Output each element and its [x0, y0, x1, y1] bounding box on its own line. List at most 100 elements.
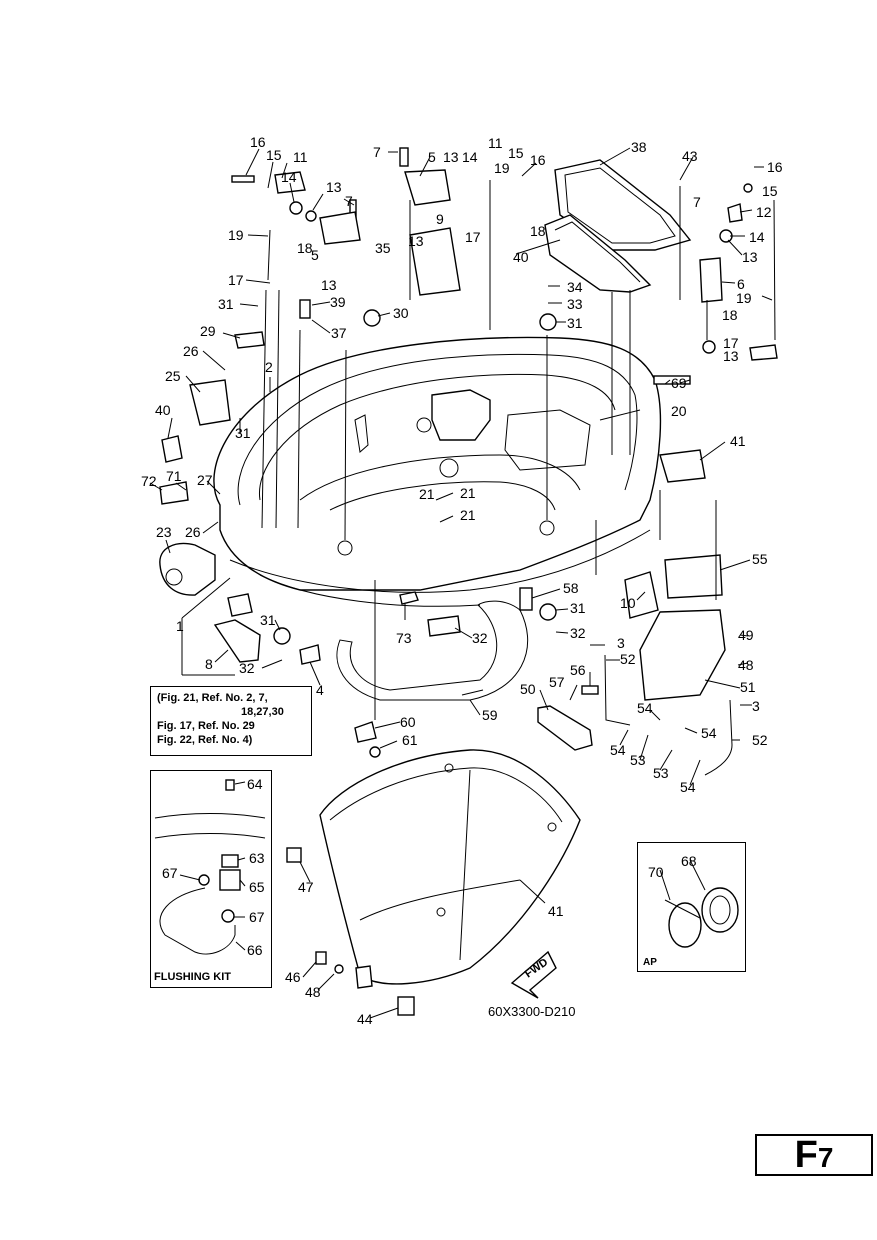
flushing-kit-title: FLUSHING KIT [154, 971, 231, 983]
callout-label: 20 [671, 403, 687, 419]
callout-label: 73 [396, 630, 412, 646]
ap-detail-box [637, 842, 746, 972]
reference-note-box: (Fig. 21, Ref. No. 2, 7, 18,27,30 Fig. 1… [150, 686, 312, 756]
callout-label: 15 [508, 145, 524, 161]
callout-label: 60 [400, 714, 416, 730]
callout-label: 18 [530, 223, 546, 239]
callout-label: 69 [671, 375, 687, 391]
callout-label: 39 [330, 294, 346, 310]
callout-label: 21 [460, 507, 476, 523]
callout-label: 18 [297, 240, 313, 256]
callout-label: 15 [266, 147, 282, 163]
callout-label: 19 [736, 290, 752, 306]
callout-label: 53 [653, 765, 669, 781]
callout-label: 6 [737, 276, 745, 292]
callout-label: 31 [567, 315, 583, 331]
callout-label: 31 [235, 425, 251, 441]
callout-label: 51 [740, 679, 756, 695]
note-line: Fig. 22, Ref. No. 4) [157, 734, 253, 746]
callout-label: 65 [249, 879, 265, 895]
callout-label: 12 [756, 204, 772, 220]
callout-label: 61 [402, 732, 418, 748]
callout-labels: 16 15 11 14 13 7 7 5 13 14 11 15 16 38 4… [141, 134, 783, 1027]
callout-label: 13 [723, 348, 739, 364]
callout-label: 26 [185, 524, 201, 540]
callout-label: 59 [482, 707, 498, 723]
callout-label: 7 [345, 193, 353, 209]
callout-label: 21 [460, 485, 476, 501]
callout-label: 55 [752, 551, 768, 567]
callout-label: 2 [265, 359, 273, 375]
callout-label: 71 [166, 468, 182, 484]
callout-label: 17 [228, 272, 244, 288]
callout-label: 68 [681, 853, 697, 869]
callout-label: 54 [610, 742, 626, 758]
callout-label: 19 [494, 160, 510, 176]
callout-label: 72 [141, 473, 157, 489]
callout-label: 35 [375, 240, 391, 256]
callout-label: 31 [218, 296, 234, 312]
cover-plate [544, 159, 692, 293]
callout-label: 8 [205, 656, 213, 672]
callout-label: 14 [462, 149, 478, 165]
callout-label: 40 [155, 402, 171, 418]
callout-label: 1 [176, 618, 184, 634]
callout-label: 32 [472, 630, 488, 646]
flushing-kit-box [150, 770, 272, 988]
callout-label: 48 [305, 984, 321, 1000]
callout-label: 58 [563, 580, 579, 596]
callout-label: 18 [722, 307, 738, 323]
callout-label: 33 [567, 296, 583, 312]
callout-label: 54 [701, 725, 717, 741]
callout-label: 7 [373, 144, 381, 160]
callout-label: 10 [620, 595, 636, 611]
callout-label: 13 [408, 233, 424, 249]
callout-label: 17 [465, 229, 481, 245]
callout-label: 7 [693, 194, 701, 210]
ap-detail-title: AP [643, 957, 657, 968]
callout-label: 16 [250, 134, 266, 150]
callout-label: 63 [249, 850, 265, 866]
callout-label: 23 [156, 524, 172, 540]
callout-label: 14 [281, 169, 297, 185]
callout-label: 30 [393, 305, 409, 321]
callout-label: 43 [682, 148, 698, 164]
seal-rubber [336, 600, 529, 701]
callout-label: 11 [488, 135, 503, 151]
callout-label: 66 [247, 942, 263, 958]
callout-label: 50 [520, 681, 536, 697]
callout-label: 52 [620, 651, 636, 667]
callout-label: 27 [197, 472, 213, 488]
callout-label: 34 [567, 279, 583, 295]
callout-label: 3 [617, 635, 625, 651]
callout-label: 57 [549, 674, 565, 690]
callout-label: 31 [260, 612, 276, 628]
callout-label: 5 [311, 247, 319, 263]
callout-label: 56 [570, 662, 586, 678]
callout-label: 53 [630, 752, 646, 768]
callout-label: 44 [357, 1011, 373, 1027]
callout-label: 13 [742, 249, 758, 265]
callout-label: 54 [637, 700, 653, 716]
callout-label: 5 [428, 149, 436, 165]
callout-label: 31 [570, 600, 586, 616]
lower-apron [319, 749, 581, 985]
bottom-cowling [213, 336, 662, 607]
callout-label: 9 [436, 211, 444, 227]
callout-label: 67 [162, 865, 178, 881]
callout-label: 64 [247, 776, 263, 792]
note-line: 18,27,30 [241, 706, 284, 718]
callout-label: 40 [513, 249, 529, 265]
callout-label: 70 [648, 864, 664, 880]
flushing-kit-parts [154, 779, 266, 955]
callout-label: 3 [752, 698, 760, 714]
callout-label: 14 [749, 229, 765, 245]
callout-label: 17 [723, 335, 739, 351]
callout-label: 47 [298, 879, 314, 895]
ap-clamp-parts [664, 887, 739, 948]
note-line: Fig. 17, Ref. No. 29 [157, 720, 255, 732]
callout-label: 19 [228, 227, 244, 243]
fwd-arrow: FWD [510, 950, 557, 999]
callout-label: 21 [419, 486, 435, 502]
